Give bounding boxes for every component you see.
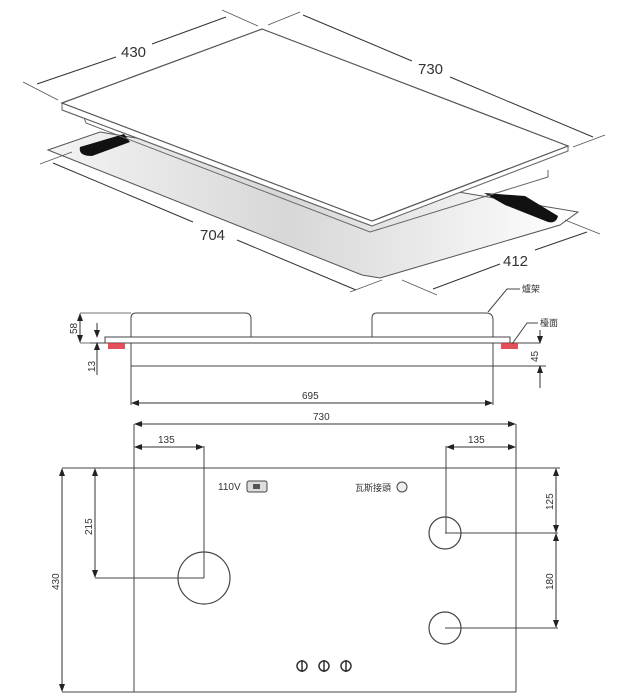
- dim-left-offset: 135: [158, 435, 175, 446]
- label-countertop: 檯面: [540, 317, 558, 329]
- dim-width-top: 730: [418, 61, 443, 78]
- burner-left: [177, 551, 231, 605]
- dim-depth-top: 430: [121, 44, 146, 61]
- dim-right-offset: 135: [468, 435, 485, 446]
- grate-right: [371, 312, 494, 337]
- dim-overall-width: 730: [313, 412, 330, 423]
- dim-overall-depth: 430: [51, 573, 62, 590]
- dim-cutout-width: 704: [200, 227, 225, 244]
- seal-left: [108, 343, 125, 349]
- gas-connector-icon: [396, 481, 408, 493]
- dim-below-counter: 45: [530, 350, 541, 362]
- dim-cutout-depth: 412: [503, 253, 528, 270]
- iso-view: 430 730 704 412: [22, 9, 606, 296]
- gas-connector-label: 瓦斯接頭: [355, 482, 391, 494]
- dim-grate-height: 58: [69, 322, 80, 334]
- power-label: 110V: [218, 482, 241, 493]
- knob-2: [318, 660, 330, 672]
- gasket-right: [484, 193, 558, 223]
- cutout-shape: [46, 131, 580, 279]
- gasket-left: [79, 134, 130, 156]
- side-view: 58 13 45 爐架 檯面 695: [69, 283, 558, 406]
- dim-right-burner-from-top: 125: [545, 493, 556, 510]
- glass-top: [60, 28, 570, 222]
- power-socket-icon: [246, 480, 268, 493]
- knob-3: [340, 660, 352, 672]
- seal-right: [501, 343, 518, 349]
- grate-left: [130, 312, 252, 337]
- dim-panel-thickness: 13: [87, 360, 98, 372]
- dim-body-width: 695: [302, 391, 319, 402]
- knob-1: [296, 660, 308, 672]
- dim-left-burner-from-top: 215: [84, 518, 95, 535]
- top-view: 730 135 135 430 215 125 180 110V: [51, 412, 560, 693]
- dim-right-burner-spacing: 180: [545, 573, 556, 590]
- label-grate: 爐架: [522, 283, 540, 295]
